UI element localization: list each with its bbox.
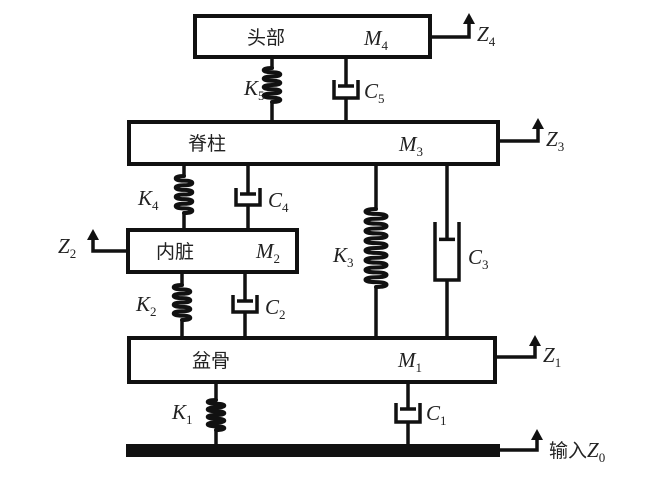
damper-c2 — [231, 273, 259, 337]
viscera-label: 内脏 — [156, 241, 194, 263]
damper-icon — [332, 58, 360, 121]
z1-label: Z1 — [543, 343, 561, 370]
damper-c4 — [234, 165, 262, 229]
k5-label: K5 — [243, 76, 265, 103]
k1-label: K1 — [171, 400, 193, 427]
spring-k1 — [205, 383, 227, 444]
spring-coil-icon — [171, 283, 193, 322]
k3-label: K3 — [332, 243, 354, 270]
pelvis-label: 盆骨 — [192, 350, 230, 372]
dampers-group — [231, 58, 461, 444]
damper-icon — [231, 273, 259, 337]
spring-coil-icon — [173, 174, 195, 215]
damper-c1 — [394, 383, 422, 444]
spine-mass-box — [127, 120, 500, 166]
input-z0-label: 输入Z0 — [549, 438, 605, 465]
z2-arrow-icon — [87, 229, 126, 253]
z3-label: Z3 — [546, 127, 564, 154]
ground-base — [126, 444, 500, 457]
c1-label: C1 — [426, 401, 447, 428]
k4-label: K4 — [137, 186, 159, 213]
spine-mass-symbol: M3 — [398, 132, 423, 159]
damper-icon — [234, 165, 262, 229]
z0-input-arrow-icon — [500, 429, 543, 452]
spring-coil-icon — [363, 207, 389, 289]
z2-label: Z2 — [58, 234, 76, 261]
pelvis-mass-box — [127, 336, 497, 384]
z3-arrow-icon — [500, 118, 544, 143]
viscera-mass-box — [126, 228, 299, 274]
springs-group — [171, 58, 389, 444]
damper-c3 — [433, 165, 461, 337]
spine-label: 脊柱 — [188, 133, 226, 155]
head-mass-box — [193, 14, 432, 59]
damper-c5 — [332, 58, 360, 121]
spring-k5 — [261, 58, 283, 121]
pelvis-mass-symbol: M1 — [397, 348, 422, 375]
viscera-mass-symbol: M2 — [255, 239, 280, 266]
damper-icon — [433, 165, 461, 337]
spring-coil-icon — [261, 66, 283, 104]
spring-coil-icon — [205, 398, 227, 432]
c4-label: C4 — [268, 188, 289, 215]
damper-icon — [394, 383, 422, 444]
spring-k3 — [363, 165, 389, 337]
head-mass-symbol: M4 — [363, 26, 389, 53]
z1-arrow-icon — [497, 335, 541, 359]
spring-k2 — [171, 273, 193, 337]
c3-label: C3 — [468, 245, 489, 272]
k2-label: K2 — [135, 292, 157, 319]
z4-arrow-icon — [432, 13, 475, 39]
z4-label: Z4 — [477, 22, 496, 49]
spring-k4 — [173, 165, 195, 229]
c5-label: C5 — [364, 79, 385, 106]
c2-label: C2 — [265, 295, 286, 322]
head-label: 头部 — [247, 27, 285, 49]
